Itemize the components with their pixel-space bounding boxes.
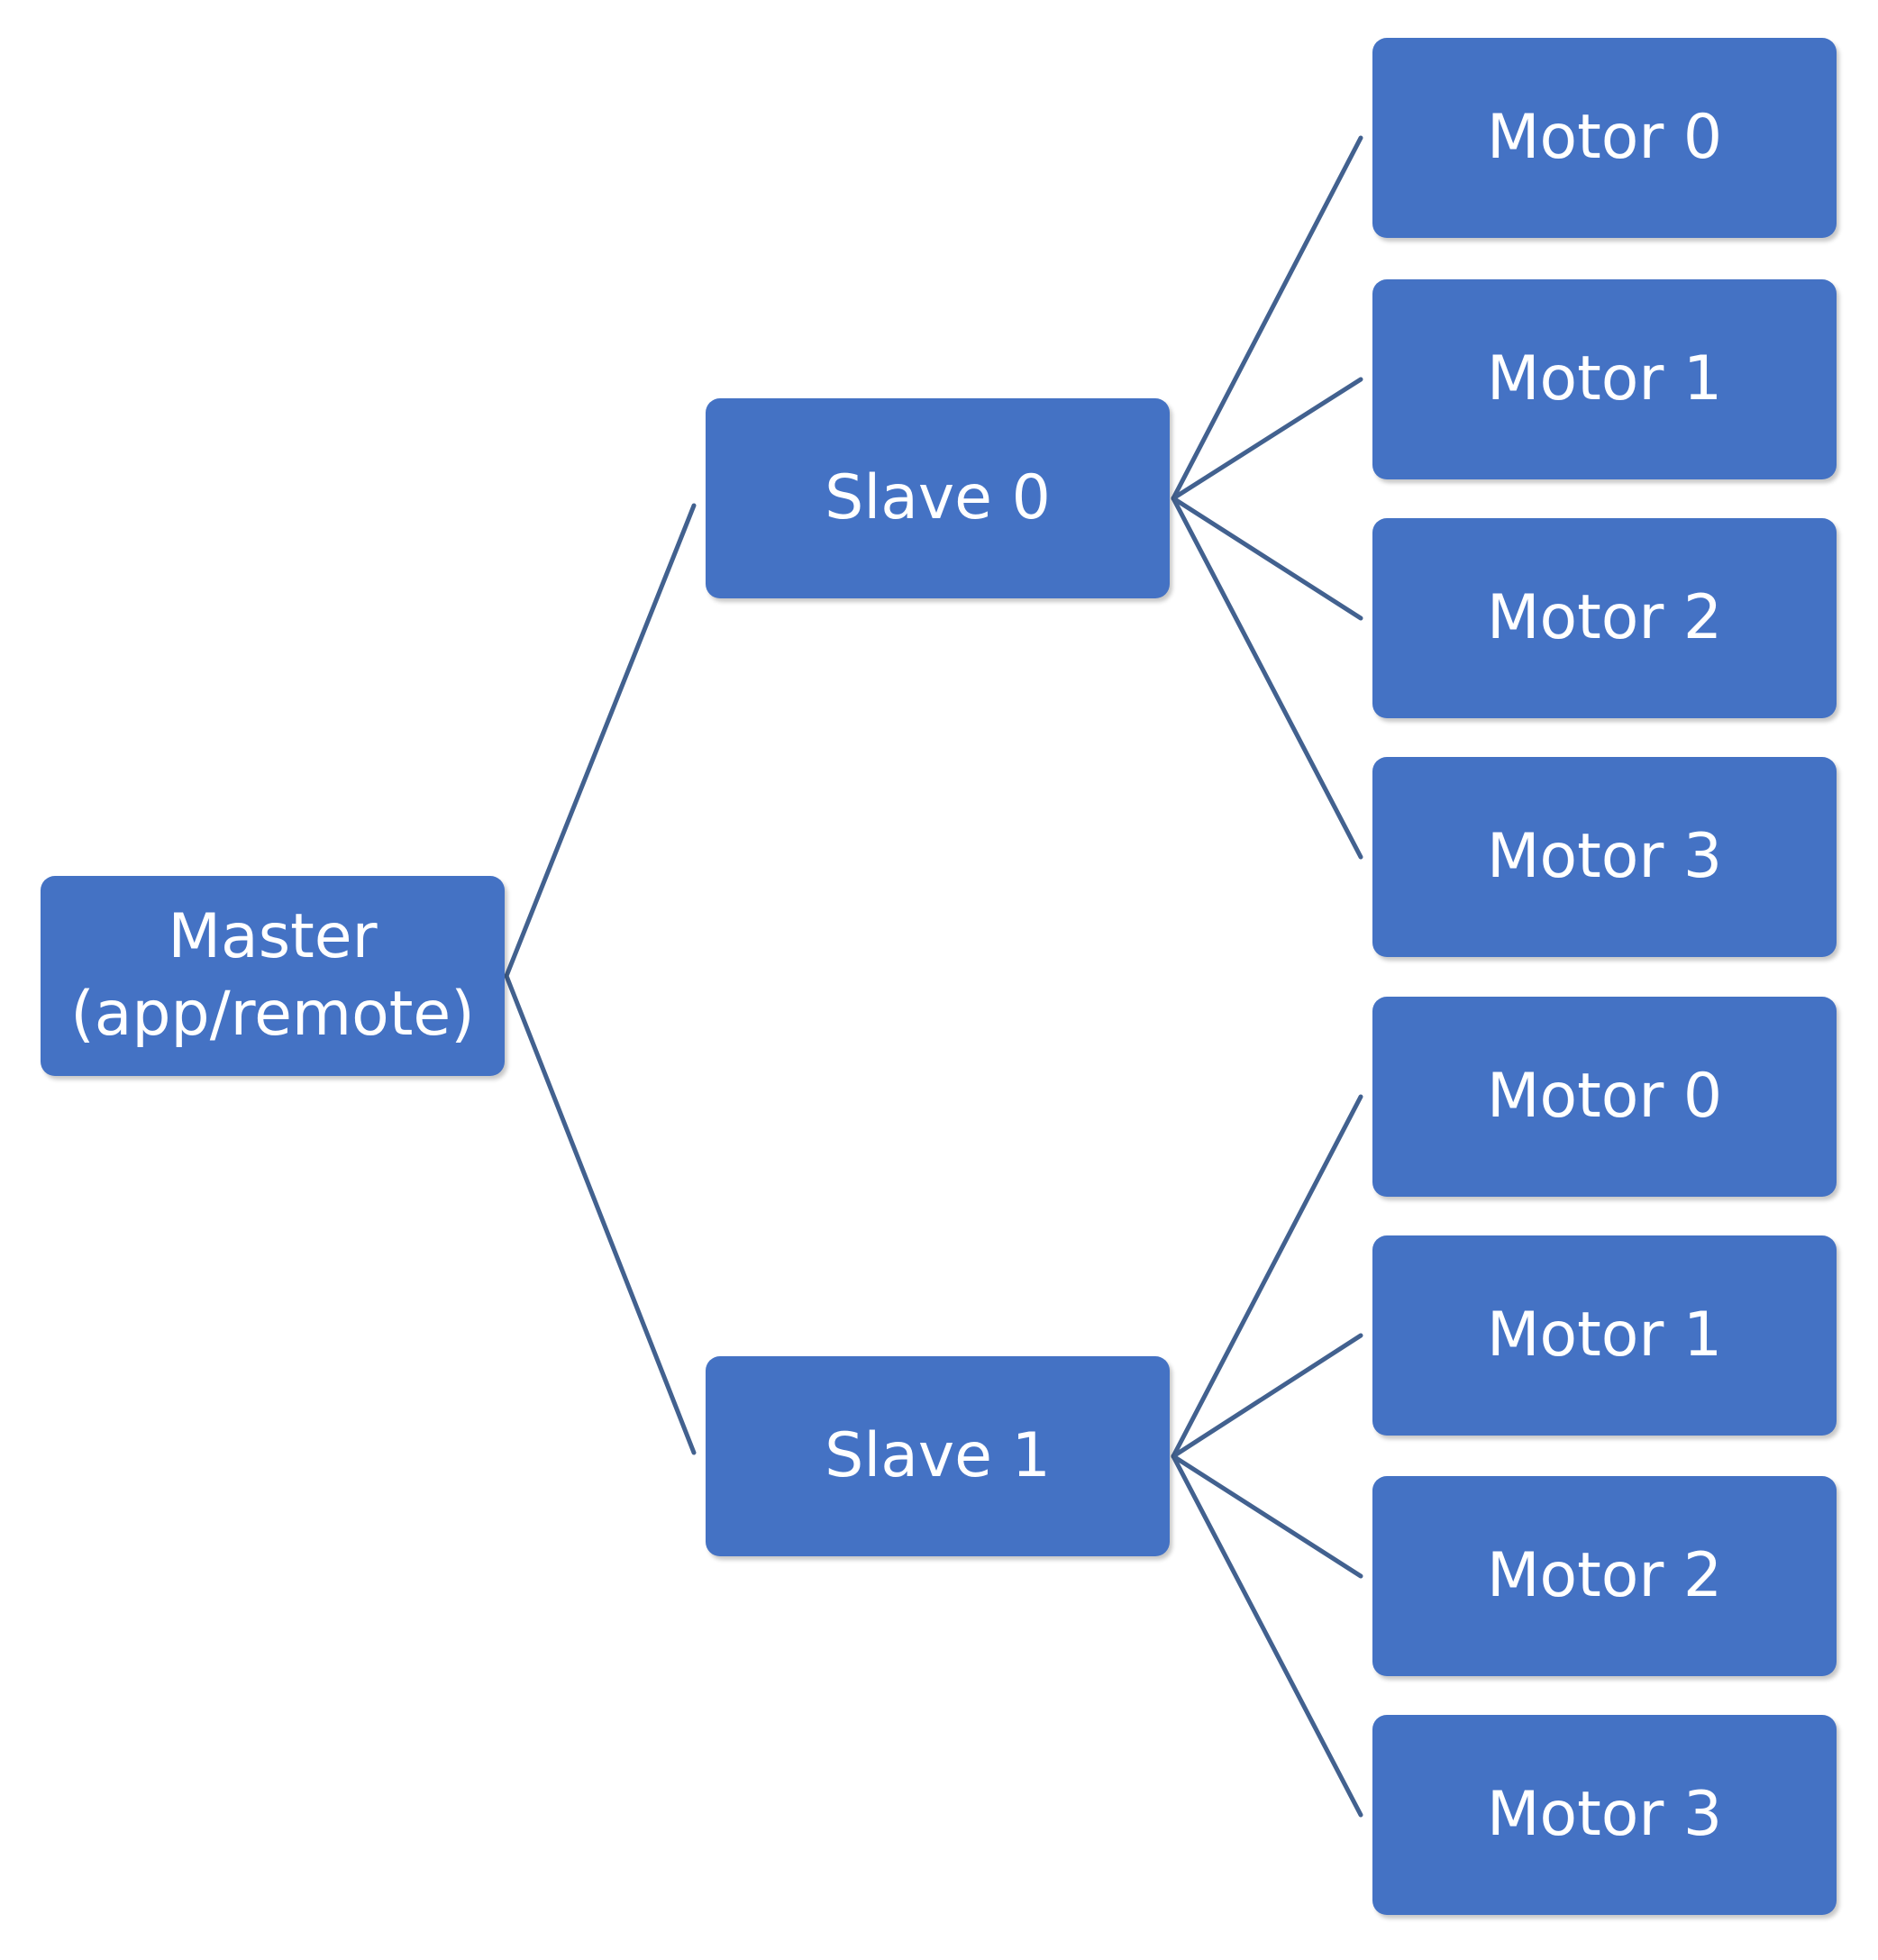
edge-slave-0-motor-2 xyxy=(1171,496,1363,621)
slave-0-motor-1-node: Motor 1 xyxy=(1372,279,1837,479)
slave-0-motor-1-label: Motor 1 xyxy=(1486,343,1723,415)
slave-1-motor-0-node: Motor 0 xyxy=(1372,997,1837,1197)
master-node-label-line2: (app/remote) xyxy=(70,979,475,1050)
master-node-label-line1: Master xyxy=(168,901,378,972)
slave-1-motor-1-label: Motor 1 xyxy=(1486,1299,1723,1371)
slave-1-motor-1-node: Motor 1 xyxy=(1372,1235,1837,1436)
edge-slave-0-motor-0 xyxy=(1171,135,1363,501)
edge-slave-1-motor-3 xyxy=(1171,1454,1363,1818)
slave-1-motor-0-label: Motor 0 xyxy=(1486,1061,1723,1132)
slave-0-motor-2-label: Motor 2 xyxy=(1486,582,1723,653)
slave-1-motor-2-node: Motor 2 xyxy=(1372,1476,1837,1676)
slave-1-label: Slave 1 xyxy=(825,1420,1051,1491)
slave-0-motor-2-node: Motor 2 xyxy=(1372,518,1837,718)
slave-0-motor-3-node: Motor 3 xyxy=(1372,757,1837,957)
master-node: Master (app/remote) xyxy=(41,876,505,1076)
slave-0-node: Slave 0 xyxy=(706,398,1170,598)
edge-master-slave-1 xyxy=(504,973,697,1455)
slave-0-motor-0-node: Motor 0 xyxy=(1372,38,1837,238)
edge-slave-0-motor-1 xyxy=(1171,377,1363,501)
edge-slave-1-motor-1 xyxy=(1171,1333,1363,1459)
slave-0-motor-0-label: Motor 0 xyxy=(1486,102,1723,173)
slave-0-motor-3-label: Motor 3 xyxy=(1486,821,1723,892)
edge-slave-0-motor-3 xyxy=(1171,496,1363,860)
edge-slave-1-motor-0 xyxy=(1171,1094,1363,1459)
slave-1-motor-3-node: Motor 3 xyxy=(1372,1715,1837,1915)
edge-slave-1-motor-2 xyxy=(1171,1454,1363,1579)
slave-1-node: Slave 1 xyxy=(706,1356,1170,1556)
slave-1-motor-3-label: Motor 3 xyxy=(1486,1779,1723,1850)
slave-0-label: Slave 0 xyxy=(825,462,1051,533)
edge-master-slave-0 xyxy=(504,503,697,979)
slave-1-motor-2-label: Motor 2 xyxy=(1486,1540,1723,1611)
